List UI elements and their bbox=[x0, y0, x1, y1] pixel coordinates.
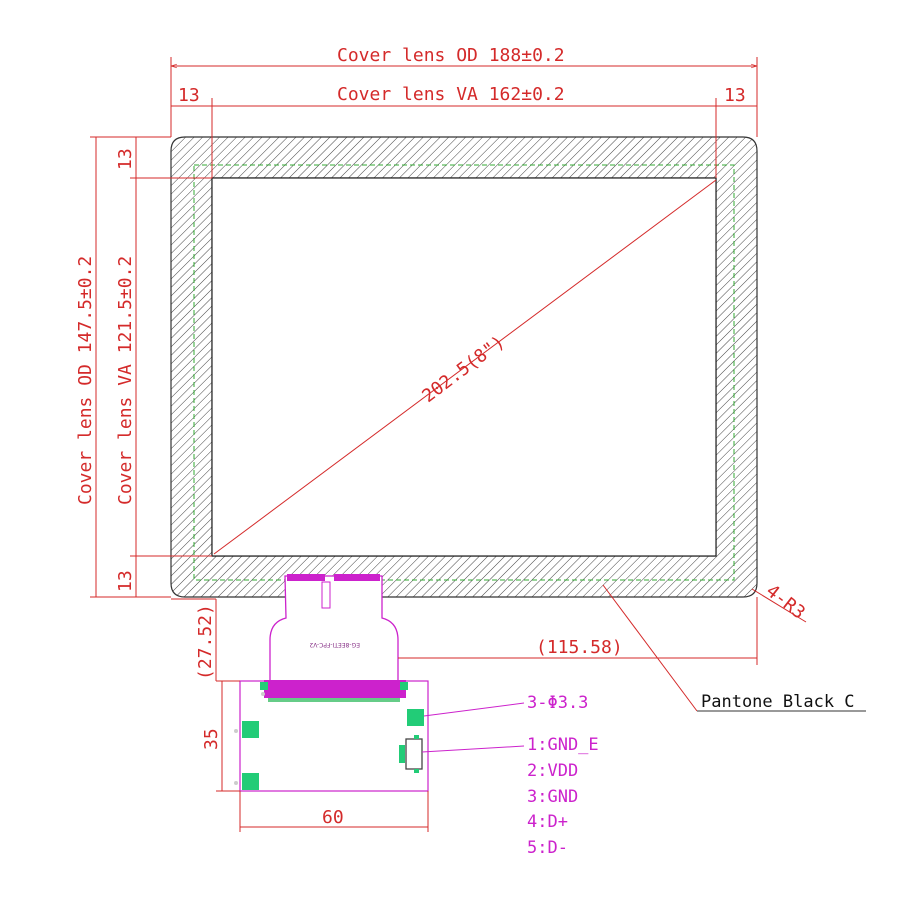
pcb-connector-pins bbox=[268, 698, 400, 702]
pin-2-label: 2:VDD bbox=[527, 761, 578, 781]
fpc-tail: EG-8EETI-FPC-V2 bbox=[269, 574, 399, 687]
pin-3-label: 3:GND bbox=[527, 787, 578, 807]
fpc-slot bbox=[321, 581, 331, 609]
pcb-connector bbox=[264, 680, 406, 698]
left-dimensions: Cover lens OD 147.5±0.2 Cover lens VA 12… bbox=[75, 136, 212, 598]
pcb-offset-label: (115.58) bbox=[536, 637, 623, 658]
usb-connector-pads bbox=[399, 745, 405, 763]
fpc-contacts-left bbox=[287, 574, 325, 581]
va-height-label: Cover lens VA 121.5±0.2 bbox=[115, 256, 136, 505]
corner-radius-label: 4-R3 bbox=[762, 580, 809, 623]
connector-tab-right bbox=[400, 682, 408, 690]
ink-color-label: Pantone Black C bbox=[701, 692, 855, 712]
margin-top-label: 13 bbox=[115, 148, 136, 170]
mounting-pad-2 bbox=[242, 773, 259, 790]
va-width-label: Cover lens VA 162±0.2 bbox=[337, 84, 565, 105]
pin-1-label: 1:GND_E bbox=[527, 735, 599, 755]
pin-5-label: 5:D- bbox=[527, 838, 568, 858]
inner-dashed-border bbox=[193, 164, 735, 581]
fpc-contacts-right bbox=[334, 574, 380, 581]
tail-length-label: (27.52) bbox=[195, 604, 216, 680]
diagonal-line bbox=[213, 179, 717, 555]
mounting-pad-3 bbox=[407, 709, 424, 726]
connector-tab-left bbox=[260, 682, 268, 690]
pin-4-label: 4:D+ bbox=[527, 812, 568, 832]
od-width-label: Cover lens OD 188±0.2 bbox=[337, 45, 565, 66]
cover-lens bbox=[170, 136, 758, 598]
mounting-pad-1 bbox=[242, 721, 259, 738]
pcb-height-label: 35 bbox=[201, 728, 222, 750]
margin-right-label: 13 bbox=[724, 85, 746, 106]
pcb-dimensions: (115.58) (27.52) 35 60 bbox=[171, 597, 758, 832]
margin-left-label: 13 bbox=[178, 85, 200, 106]
usb-connector bbox=[405, 738, 423, 770]
od-height-label: Cover lens OD 147.5±0.2 bbox=[75, 256, 96, 505]
ink-color-callout: Pantone Black C bbox=[602, 584, 866, 712]
controller-pcb bbox=[234, 680, 429, 792]
top-dimensions: Cover lens OD 188±0.2 Cover lens VA 162±… bbox=[170, 45, 758, 178]
fpc-outline bbox=[269, 575, 399, 687]
pcb-width-label: 60 bbox=[322, 807, 344, 828]
fpc-code: EG-8EETI-FPC-V2 bbox=[309, 641, 360, 648]
pcb-callouts: 3-Φ3.3 1:GND_E 2:VDD 3:GND 4:D+ 5:D- bbox=[421, 693, 599, 858]
margin-bottom-label: 13 bbox=[115, 570, 136, 592]
hole-label: 3-Φ3.3 bbox=[527, 693, 588, 713]
corner-radius-callout: 4-R3 bbox=[751, 580, 809, 624]
